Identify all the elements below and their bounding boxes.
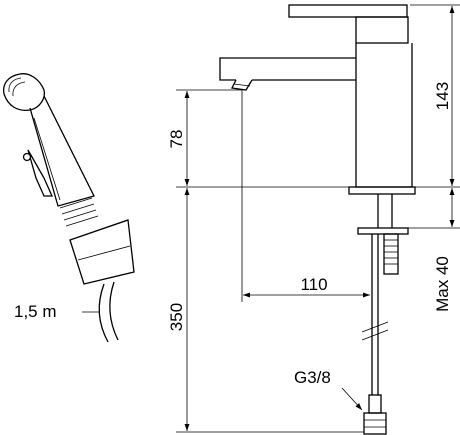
shower-head-ridge bbox=[8, 77, 22, 93]
shower-holder bbox=[69, 219, 135, 285]
faucet-lever bbox=[288, 4, 408, 18]
dim-spout-height: 78 bbox=[167, 130, 186, 149]
shower-head-ridge-2 bbox=[12, 81, 26, 97]
faucet bbox=[219, 4, 416, 435]
faucet-spout-top bbox=[219, 57, 356, 81]
base-plate bbox=[348, 186, 416, 195]
faucet-body bbox=[355, 43, 413, 188]
hose-line-2 bbox=[109, 281, 119, 341]
lever-pivot bbox=[22, 152, 32, 162]
break-mark-2 bbox=[361, 329, 389, 341]
shower-handle-edge bbox=[33, 117, 61, 201]
collar-ring-1 bbox=[59, 197, 93, 209]
thread-leader bbox=[341, 387, 363, 411]
holder-edge bbox=[77, 245, 131, 261]
break-mark-1 bbox=[361, 321, 389, 333]
hose-length-label: 1,5 m bbox=[14, 302, 57, 321]
hand-shower bbox=[2, 73, 135, 343]
mount-plate bbox=[357, 227, 409, 235]
dim-spout-reach: 110 bbox=[300, 275, 327, 294]
hose-line-1 bbox=[98, 283, 109, 343]
shower-head-outline bbox=[2, 73, 46, 112]
connector-nut bbox=[363, 412, 387, 435]
collar-ring-4 bbox=[65, 215, 99, 227]
dim-total-depth: 350 bbox=[167, 303, 186, 331]
faucet-cap bbox=[355, 16, 409, 44]
dim-body-height: 143 bbox=[433, 82, 452, 110]
connector-neck bbox=[368, 394, 382, 414]
thread-label: G3/8 bbox=[294, 368, 331, 387]
dimension-lines bbox=[176, 4, 460, 433]
aerator-line bbox=[233, 83, 251, 87]
shower-handle-outline bbox=[29, 95, 95, 207]
shower-lever bbox=[27, 149, 54, 197]
collar-ring-2 bbox=[61, 203, 95, 215]
dim-max-counter: Max 40 bbox=[433, 256, 452, 312]
collar-ring-3 bbox=[63, 209, 97, 221]
threaded-rod bbox=[383, 233, 399, 275]
